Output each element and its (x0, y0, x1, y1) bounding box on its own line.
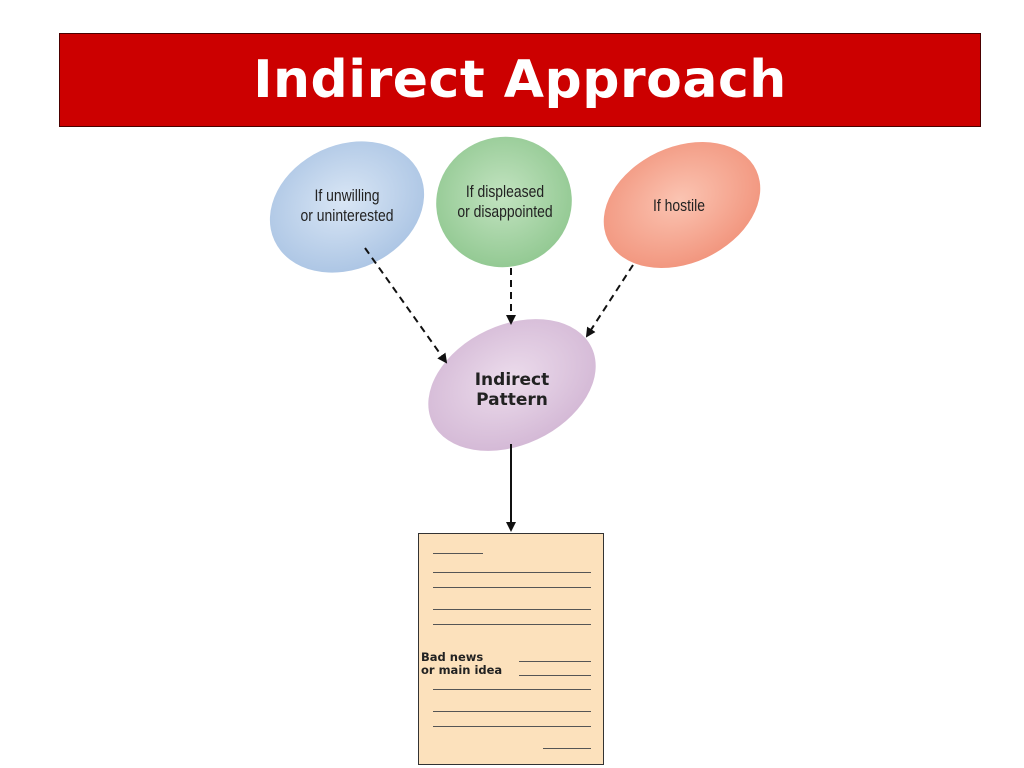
doc-line (519, 661, 591, 662)
doc-line (433, 726, 591, 727)
slide-title: Indirect Approach (253, 50, 787, 110)
doc-line (433, 689, 591, 690)
label-hostile: If hostile (653, 196, 705, 215)
arrow-unwilling (364, 247, 448, 364)
doc-line (433, 711, 591, 712)
label-unwilling: If unwilling or uninterested (300, 186, 394, 225)
label-displeased: If displeased or disappointed (457, 182, 553, 221)
doc-line (433, 572, 591, 573)
ellipse-unwilling (269, 141, 425, 273)
doc-bad-news-label: Bad news or main idea (421, 650, 503, 677)
doc-line (433, 624, 591, 625)
arrow-hostile (585, 264, 634, 338)
title-banner: Indirect Approach (59, 33, 981, 127)
ellipse-hostile (603, 142, 761, 268)
doc-line (433, 553, 483, 554)
doc-line (519, 675, 591, 676)
label-indirect-pattern: Indirect Pattern (474, 370, 550, 410)
ellipse-displeased (436, 136, 572, 268)
doc-line (433, 609, 591, 610)
doc-line (543, 748, 591, 749)
doc-line (433, 587, 591, 588)
ellipse-indirect-pattern (428, 319, 596, 451)
document-page: Bad news or main idea (418, 533, 604, 765)
